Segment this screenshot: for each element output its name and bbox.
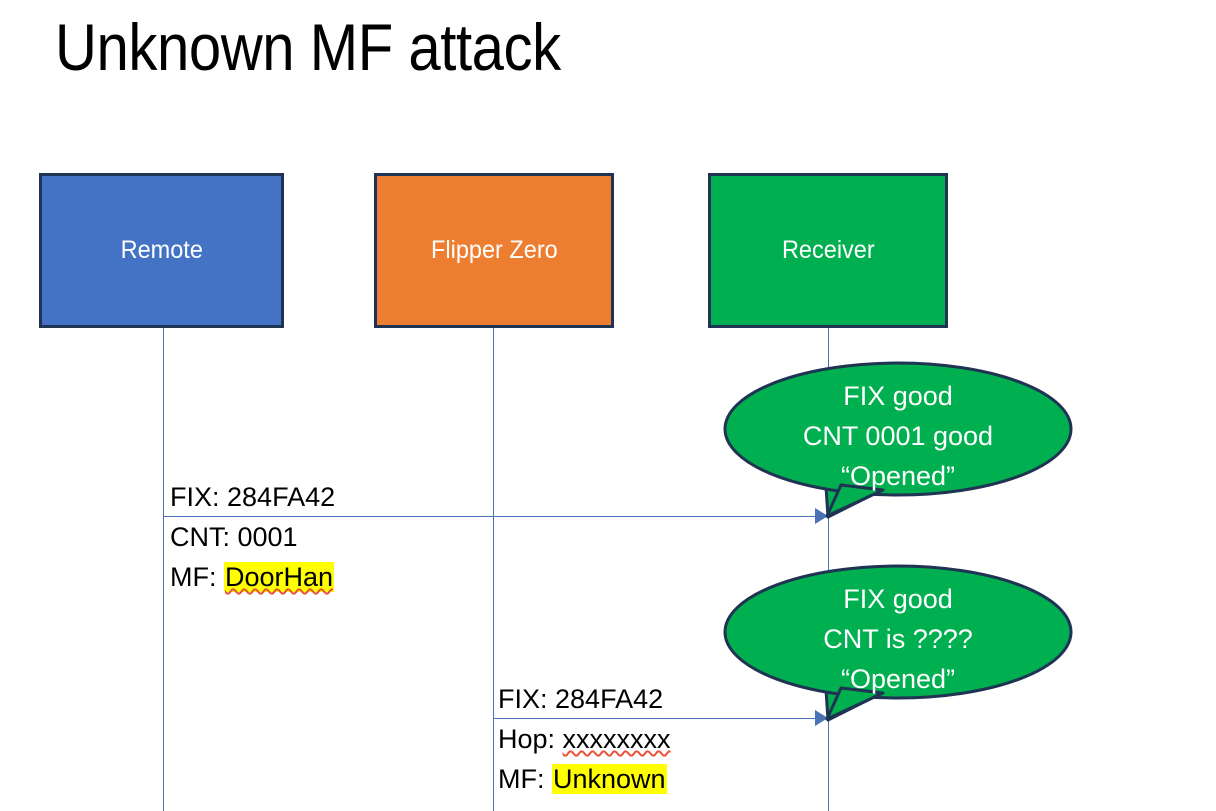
message-line-mf: MF: DoorHan [170, 557, 335, 597]
message2-line-fix-label: FIX: [498, 684, 556, 714]
message2-line-mf-label: MF: [498, 764, 552, 794]
message-line-cnt-value: 0001 [237, 522, 298, 552]
actor-box-receiver[interactable]: Receiver [708, 173, 948, 328]
message2-line-hop-label: Hop: [498, 724, 563, 754]
arrowhead-flipper-to-receiver [815, 710, 828, 726]
message-line-fix-label: FIX: [170, 482, 228, 512]
message-line-fix-value: 284FA42 [227, 482, 336, 512]
message2-line-hop-value: xxxxxxxx [562, 724, 671, 754]
message-line-fix: FIX: 284FA42 [170, 477, 335, 517]
page-title: Unknown MF attack [55, 10, 561, 84]
actor-label-receiver: Receiver [781, 236, 875, 264]
speech-bubble-shape-2 [723, 564, 1073, 722]
actor-label-flipper: Flipper Zero [430, 236, 558, 264]
lifeline-remote [163, 328, 164, 811]
actor-box-remote[interactable]: Remote [39, 173, 284, 328]
actor-box-flipper[interactable]: Flipper Zero [374, 173, 614, 328]
message-arrow-remote-to-receiver [163, 516, 820, 517]
message-line-mf-label: MF: [170, 562, 224, 592]
speech-bubble-cnt-unknown[interactable]: FIX good CNT is ???? “Opened” [723, 564, 1073, 722]
message2-line-mf-value: Unknown [552, 764, 667, 794]
speech-bubble-cnt-good[interactable]: FIX good CNT 0001 good “Opened” [723, 361, 1073, 519]
message-arrow-flipper-to-receiver [493, 718, 820, 719]
arrowhead-remote-to-receiver [815, 508, 828, 524]
message-line-cnt-label: CNT: [170, 522, 238, 552]
message2-line-fix: FIX: 284FA42 [498, 679, 671, 719]
message2-line-fix-value: 284FA42 [555, 684, 664, 714]
message-line-mf-value: DoorHan [224, 562, 335, 592]
lifeline-flipper [493, 328, 494, 811]
message2-line-hop: Hop: xxxxxxxx [498, 719, 671, 759]
message-text-flipper-to-receiver: FIX: 284FA42 Hop: xxxxxxxx MF: Unknown [498, 679, 671, 799]
actor-label-remote: Remote [120, 236, 203, 264]
message-line-cnt: CNT: 0001 [170, 517, 335, 557]
speech-bubble-shape-1 [723, 361, 1073, 519]
message-text-remote-to-receiver: FIX: 284FA42 CNT: 0001 MF: DoorHan [170, 477, 335, 597]
message2-line-mf: MF: Unknown [498, 759, 671, 799]
lifeline-receiver [828, 328, 829, 811]
